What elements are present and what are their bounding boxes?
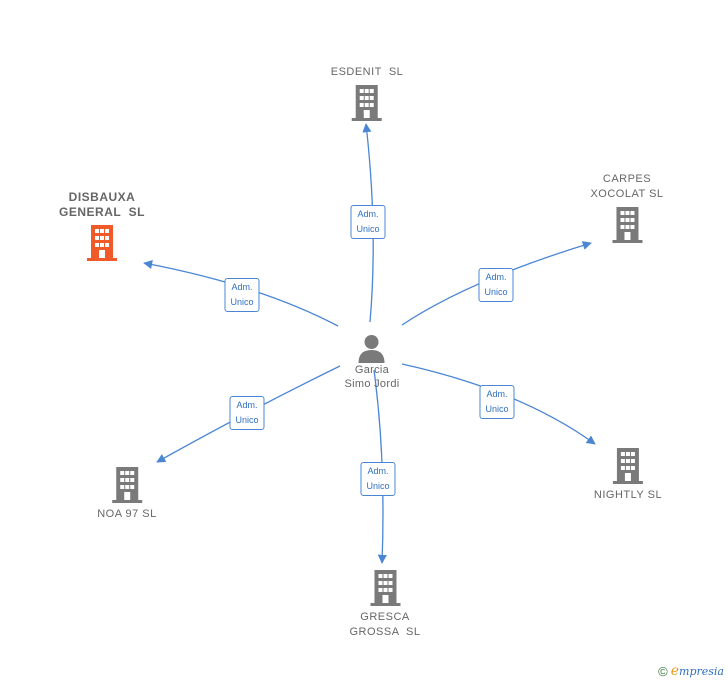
edge-role-line2: Unico <box>235 415 259 425</box>
edge-label-carpes: Adm. Unico <box>478 268 514 302</box>
edge-role-line2: Unico <box>366 481 390 491</box>
building-icon <box>111 467 142 503</box>
brand-logo[interactable]: empresia <box>671 663 724 679</box>
building-icon <box>370 570 400 606</box>
edge-role-line1: Adm. <box>231 282 253 292</box>
company-label: DISBAUXA GENERAL SL <box>59 190 145 219</box>
edge-role-line2: Unico <box>230 297 254 307</box>
brand-initial: e <box>670 663 680 679</box>
copyright-footer: © empresia <box>658 663 724 679</box>
company-label: ESDENIT SL <box>330 66 404 78</box>
edge-role-line1: Adm. <box>367 466 389 476</box>
building-icon-highlighted <box>87 225 117 261</box>
company-label: NOA 97 SL <box>97 508 157 520</box>
edge-label-disbauxa: Adm. Unico <box>224 278 260 312</box>
building-icon <box>612 207 642 243</box>
brand-name: mpresia <box>679 665 724 678</box>
company-node-nightly[interactable]: NIGHTLY SL <box>594 448 662 503</box>
company-label: GRESCA GROSSA SL <box>349 611 421 638</box>
company-node-esdenit[interactable]: ESDENIT SL <box>331 65 404 121</box>
company-node-disbauxa-general[interactable]: DISBAUXA GENERAL SL <box>59 190 145 261</box>
company-node-carpes-xocolat[interactable]: CARPES XOCOLAT SL <box>590 172 663 243</box>
company-label: NIGHTLY SL <box>593 489 663 501</box>
copyright-icon: © <box>658 663 668 679</box>
edge-role-line2: Unico <box>356 224 380 234</box>
edge-label-noa97: Adm. Unico <box>229 396 265 430</box>
company-node-gresca-grossa[interactable]: GRESCA GROSSA SL <box>349 570 420 640</box>
person-icon <box>359 335 385 363</box>
building-icon <box>612 448 643 484</box>
person-name-line1: Garcia <box>354 364 390 376</box>
person-node-garcia-simo-jordi[interactable]: Garcia Simo Jordi <box>345 333 400 391</box>
edge-label-esdenit: Adm. Unico <box>350 205 386 239</box>
edge-label-nightly: Adm. Unico <box>479 385 515 419</box>
company-node-noa-97[interactable]: NOA 97 SL <box>97 467 157 522</box>
edge-role-line1: Adm. <box>486 389 508 399</box>
edge-label-gresca: Adm. Unico <box>360 462 396 496</box>
building-icon <box>351 85 382 121</box>
edge-role-line2: Unico <box>485 404 509 414</box>
edge-role-line1: Adm. <box>236 400 258 410</box>
person-name-line2: Simo Jordi <box>344 378 400 390</box>
edge-role-line2: Unico <box>484 287 508 297</box>
edge-role-line1: Adm. <box>485 272 507 282</box>
company-label: CARPES XOCOLAT SL <box>590 173 664 200</box>
edge-role-line1: Adm. <box>357 209 379 219</box>
